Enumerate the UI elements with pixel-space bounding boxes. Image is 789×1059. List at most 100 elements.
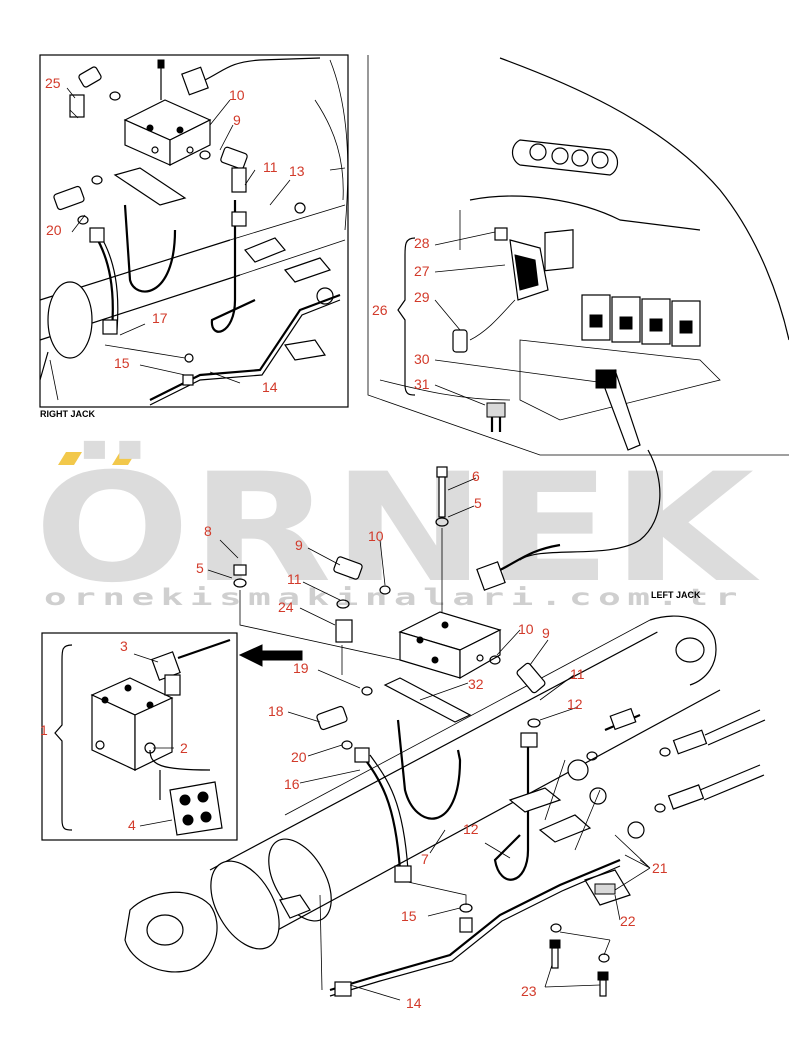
callout-11-left: 11 — [287, 571, 302, 587]
callout-6: 6 — [472, 468, 480, 484]
pipe-inset-right — [210, 200, 256, 333]
switch-row — [581, 294, 701, 347]
callout-13: 13 — [289, 163, 305, 179]
callout-22: 22 — [620, 913, 636, 929]
callout-19: 19 — [293, 660, 309, 676]
callout-7: 7 — [421, 851, 429, 867]
cylinder-end — [47, 281, 93, 359]
callout-2: 2 — [180, 740, 188, 756]
callout-5: 5 — [474, 495, 482, 511]
callout-31: 31 — [414, 376, 430, 392]
valve-block-inset — [123, 99, 212, 166]
watermark: ÖRNEK ornekismakinalari.com.tr — [34, 440, 760, 616]
solenoid-connector-inset — [181, 66, 209, 96]
clamp-22 — [584, 869, 631, 906]
valve-block-kit — [90, 677, 174, 771]
cable-inset — [204, 57, 321, 81]
callout-17: 17 — [152, 310, 168, 326]
switch-cap-28 — [494, 227, 508, 241]
callout-15: 15 — [401, 908, 417, 924]
watermark-accent-mark — [112, 452, 136, 465]
seal-kit-4 — [169, 781, 223, 836]
callout-28: 28 — [414, 235, 430, 251]
bracket-1 — [54, 644, 73, 831]
callout-11-right: 11 — [570, 666, 585, 682]
callout-26: 26 — [372, 302, 388, 318]
valve-kit-inset: 3 1 2 4 — [40, 632, 238, 841]
callout-10-right: 10 — [518, 621, 534, 637]
nut-8 — [233, 564, 247, 576]
bolt-6 — [435, 466, 449, 527]
watermark-brand: ÖRNEK — [34, 440, 760, 616]
elbow-fitting-18 — [316, 686, 373, 750]
callout-9: 9 — [233, 112, 241, 128]
callout-10: 10 — [229, 87, 245, 103]
kit-inset-frame — [41, 632, 238, 841]
callout-12: 12 — [463, 821, 479, 837]
callout-15: 15 — [114, 355, 130, 371]
callout-30: 30 — [414, 351, 430, 367]
callout-5-left: 5 — [196, 560, 204, 576]
u-pipe-7 — [396, 719, 462, 820]
elbow-fitting-9-right — [489, 655, 546, 728]
pipe-inset-17 — [94, 234, 114, 331]
callout-20: 20 — [291, 749, 307, 765]
cab-panel-view: 28 27 29 26 30 31 — [367, 55, 789, 561]
callout-8: 8 — [204, 523, 212, 539]
callout-24: 24 — [278, 599, 294, 615]
solenoid-3 — [151, 651, 181, 696]
elbow-fitting-inset-25 — [69, 66, 121, 118]
callout-11: 11 — [263, 159, 278, 175]
washer-5 — [233, 578, 247, 588]
callout-1: 1 — [40, 722, 48, 738]
left-jack-caption: LEFT JACK — [651, 590, 701, 600]
elbow-fitting-inset-9 — [199, 146, 248, 193]
callout-18: 18 — [268, 703, 284, 719]
callout-12-right: 12 — [567, 696, 583, 712]
cable-to-jack — [519, 449, 661, 561]
callout-21: 21 — [652, 860, 668, 876]
hose-fittings-right — [586, 707, 766, 813]
clamp-21 — [508, 759, 645, 851]
pipe-14 — [329, 858, 621, 992]
callout-14: 14 — [406, 995, 422, 1011]
right-jack-inset: 25 10 9 11 13 20 17 15 14 RIGHT JACK — [39, 54, 349, 419]
callout-25: 25 — [45, 75, 61, 91]
callout-20: 20 — [46, 222, 62, 238]
bulb-29 — [452, 329, 468, 353]
hydraulic-cylinder — [124, 615, 721, 973]
callout-9-left: 9 — [295, 537, 303, 553]
fuse-31 — [486, 402, 506, 432]
plate — [383, 677, 472, 723]
callout-4: 4 — [128, 817, 136, 833]
cable-kit — [177, 638, 231, 660]
u-pipe-inset — [123, 204, 177, 293]
connector-30 — [595, 369, 641, 451]
callout-10-left: 10 — [368, 528, 384, 544]
watermark-accent-mark — [58, 452, 82, 465]
pipe-16 — [361, 754, 402, 871]
cylinder-head — [649, 615, 717, 686]
elbow-fitting-9-left — [333, 556, 391, 595]
callout-29: 29 — [414, 289, 430, 305]
valve-block-32 — [398, 611, 502, 680]
pipe-12 — [493, 738, 530, 881]
right-jack-caption: RIGHT JACK — [40, 409, 96, 419]
left-jack-main-view: LEFT JACK — [124, 466, 766, 1011]
bolts-23 — [549, 923, 610, 997]
bracket-26 — [397, 237, 416, 396]
callout-14: 14 — [262, 379, 278, 395]
solenoid-connector — [476, 561, 506, 591]
clamp-inset — [244, 202, 334, 361]
elbow-fitting-inset-20 — [53, 175, 103, 225]
reference-arrow — [238, 644, 303, 667]
o-ring-15 — [459, 903, 473, 913]
blank-switch-plate — [544, 229, 574, 272]
rod-eye — [124, 891, 218, 973]
callout-32: 32 — [468, 676, 484, 692]
callout-27: 27 — [414, 263, 430, 279]
callout-23: 23 — [521, 983, 537, 999]
rocker-switch-27 — [494, 227, 549, 301]
